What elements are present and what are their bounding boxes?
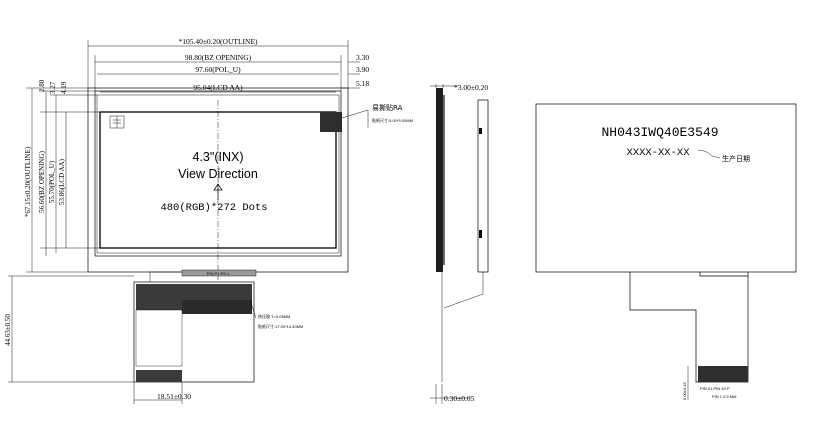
easy-tear-tape <box>320 112 342 132</box>
polarizer-outline <box>96 94 340 254</box>
left-dimensions <box>26 87 100 273</box>
dim-top-2: 3.27 <box>49 81 57 94</box>
dim-thickness: *3.00±0.20 <box>454 83 488 92</box>
tape-note-1: 易撕贴RA <box>372 103 403 112</box>
back-date-note: 生产日期 <box>722 154 750 163</box>
side-backlight <box>477 99 489 273</box>
back-model: NH043IWQ40E3549 <box>601 125 718 140</box>
back-fpc <box>629 272 749 383</box>
side-view: *3.00±0.20 0.30±0.05 <box>430 83 488 404</box>
back-fpc-note: PIN 01-PIN 40 P <box>700 386 730 391</box>
dim-fpc-length: 44.63±0.50 <box>4 314 12 346</box>
side-panel-body <box>436 88 443 272</box>
dim-fpc-width: 18.51±0.30 <box>157 392 191 401</box>
fpc-note-2: 贴纸尺寸:17.00*14.40MM <box>258 323 303 329</box>
resolution: 480(RGB)*272 Dots <box>160 202 267 214</box>
back-fpc-note-2: PIN 1 0.5 MM <box>712 394 736 399</box>
fpc-note-1: 热压胶 T=0.05MM <box>258 313 290 319</box>
view-direction: View Direction <box>178 167 258 181</box>
back-date-code: XXXX-XX-XX <box>626 147 690 159</box>
tape-note-2: 贴纸尺寸:5.00*5.00MM <box>372 117 413 123</box>
dim-outline-height: *67.15±0.20(OUTLINE) <box>24 146 32 217</box>
dim-outline-width: *105.40±0.20(OUTLINE) <box>178 37 258 46</box>
fpc-bond-area <box>181 269 257 277</box>
dim-fpc-thickness: 0.30±0.05 <box>444 394 475 403</box>
date-note-leader <box>697 149 721 159</box>
size-label: 4.3"(INX) <box>193 150 244 164</box>
fpc-tail <box>133 281 255 383</box>
dim-right-3: 5.18 <box>356 79 369 88</box>
dim-aa-height: 53.86(LCD AA) <box>58 158 66 205</box>
front-view: *105.40±0.20(OUTLINE) 98.80(BZ OPENING) … <box>4 37 413 404</box>
dim-right-1: 3.30 <box>356 53 369 62</box>
back-outline <box>535 103 797 273</box>
view-direction-arrow-icon <box>213 183 223 200</box>
dim-pol-width: 97.60(POL_U) <box>195 65 241 74</box>
dim-pol-height: 55.70(POL_U) <box>48 160 56 203</box>
fpc-label: P/N P1 PS 1 <box>207 271 230 276</box>
dim-bz-width: 98.80(BZ OPENING) <box>185 53 252 62</box>
dim-top-3: 4.19 <box>60 81 68 94</box>
dim-bz-height: 56.60(BZ OPENING) <box>38 150 46 212</box>
top-dimensions <box>87 40 360 93</box>
dim-top-1: 2.80 <box>38 79 46 92</box>
back-view: NH043IWQ40E3549 XXXX-XX-XX 生产日期 5.00±0.1… <box>535 103 797 400</box>
dim-aa-width: 95.04(LCD AA) <box>193 83 243 92</box>
pin1-mark-icon <box>109 115 125 129</box>
dim-right-2: 3.90 <box>356 65 369 74</box>
back-fpc-dim-v: 5.00±0.15 <box>682 381 687 400</box>
